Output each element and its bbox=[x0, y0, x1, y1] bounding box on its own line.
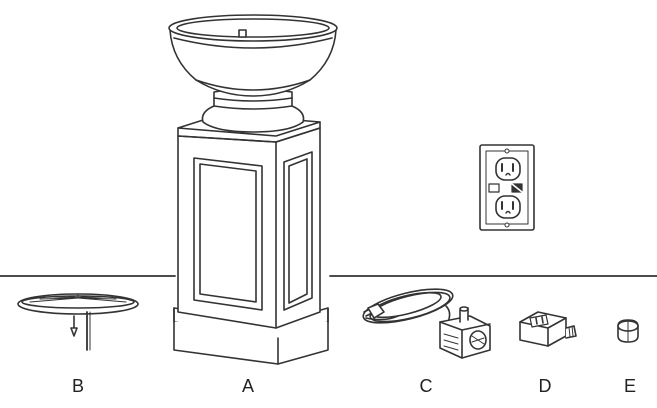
part-c-pump bbox=[360, 282, 490, 358]
pedestal-side-panel bbox=[284, 152, 312, 310]
spray-tip bbox=[71, 316, 77, 336]
wall-outlet bbox=[480, 145, 534, 230]
bowl-spout bbox=[239, 30, 246, 37]
fountain-bowl bbox=[170, 30, 336, 96]
part-a-fountain-pedestal bbox=[169, 15, 337, 364]
outlet-screw-bottom bbox=[505, 223, 509, 227]
label-e: E bbox=[623, 376, 636, 396]
pump-plug bbox=[368, 304, 384, 318]
pedestal-front-panel bbox=[194, 158, 262, 310]
label-b: B bbox=[71, 376, 84, 396]
bowl-rim bbox=[169, 15, 337, 41]
label-a: A bbox=[241, 376, 254, 396]
lower-socket bbox=[496, 196, 520, 218]
part-e-cap bbox=[618, 320, 638, 342]
label-c: C bbox=[419, 376, 433, 396]
adapter-fitting bbox=[566, 326, 576, 338]
label-d: D bbox=[538, 376, 552, 396]
adapter-slots bbox=[530, 315, 548, 327]
part-b-spray-head bbox=[18, 294, 138, 350]
part-d-adapter bbox=[520, 312, 576, 346]
test-button bbox=[489, 184, 499, 192]
outlet-screw-top bbox=[505, 149, 509, 153]
upper-socket bbox=[496, 158, 520, 180]
